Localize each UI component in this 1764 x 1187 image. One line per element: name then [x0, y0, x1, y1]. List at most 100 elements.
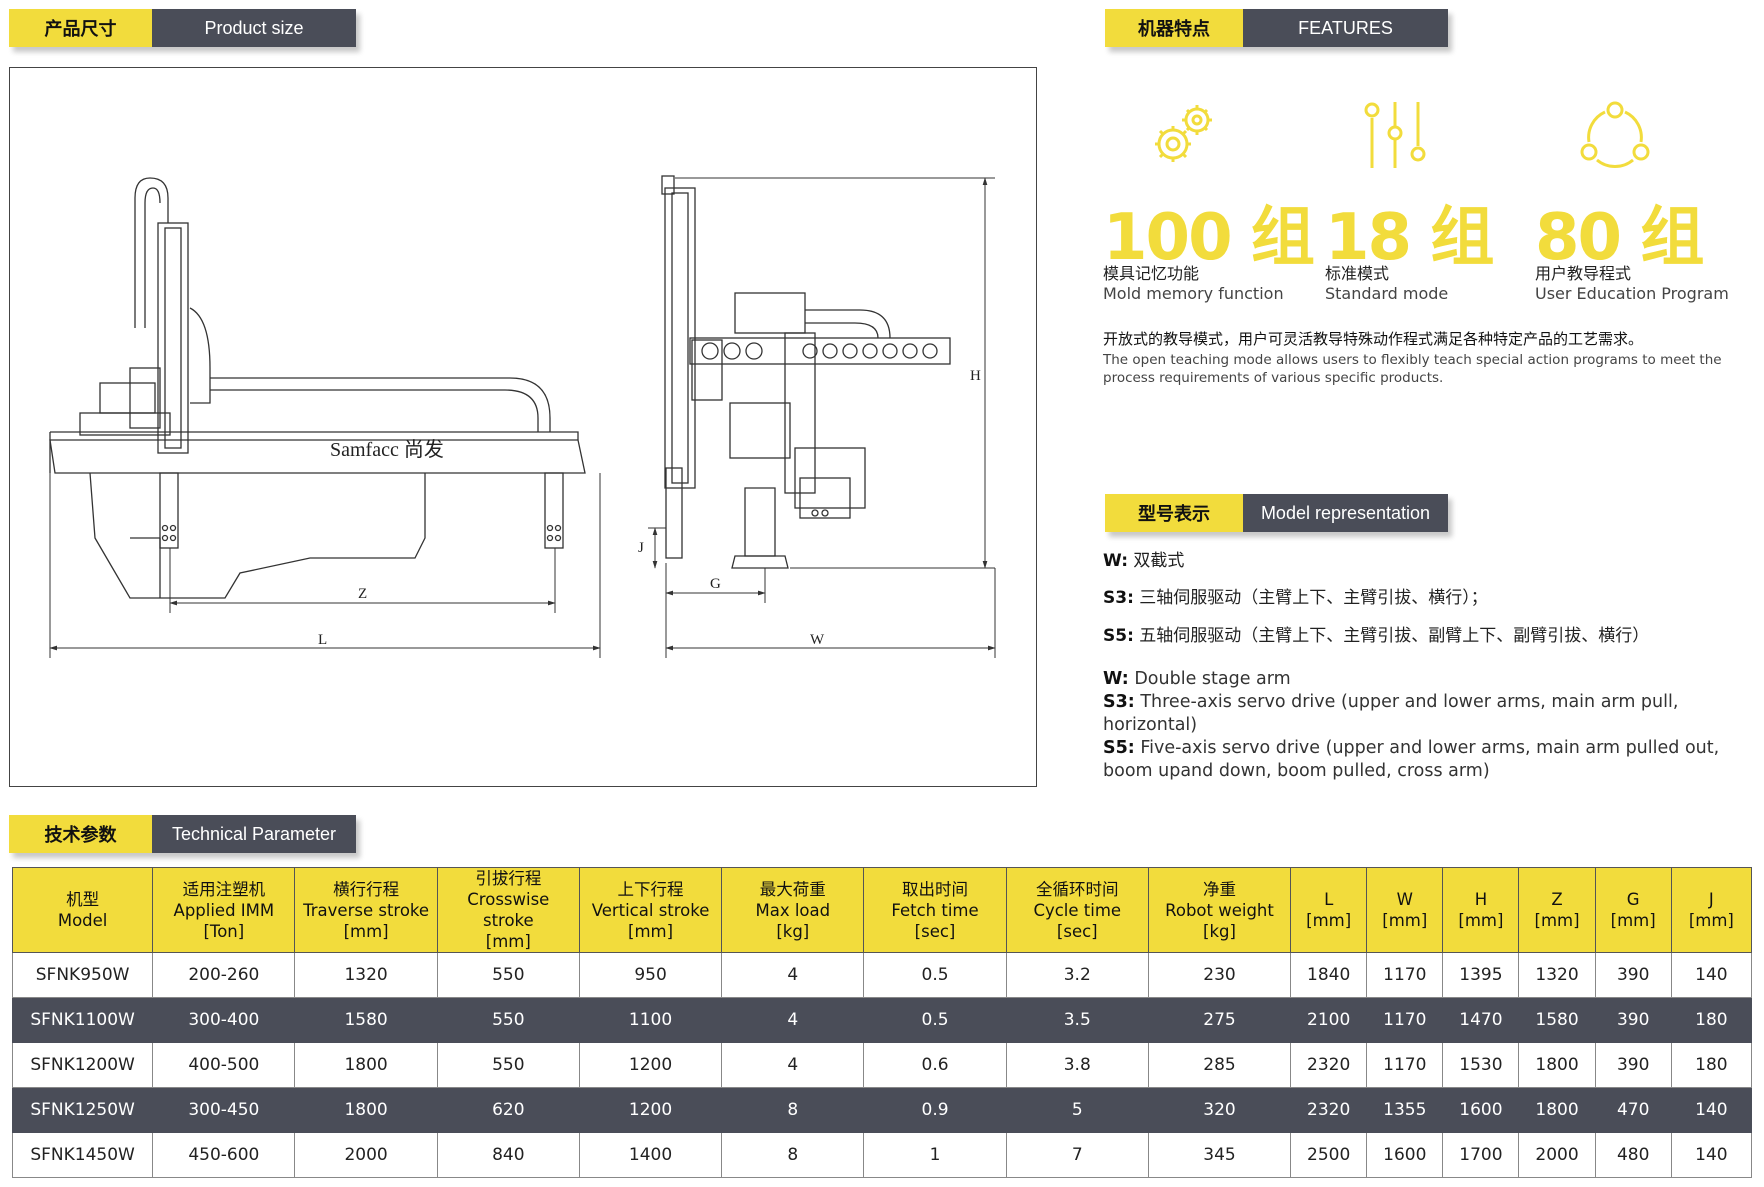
table-cell: 300-400 [152, 997, 296, 1043]
model-code: W: [1103, 551, 1129, 571]
table-cell: 0.6 [863, 1042, 1007, 1088]
column-header-unit: [mm] [485, 932, 531, 951]
table-cell: 550 [436, 997, 580, 1043]
table-cell: 950 [578, 952, 723, 998]
column-header: G [mm] [1594, 867, 1672, 953]
table-cell: 470 [1594, 1087, 1672, 1133]
front-view [49, 177, 586, 599]
column-header-en: Applied IMM [173, 900, 275, 920]
column-header-en: Max load [755, 900, 831, 920]
feature-label-cn: 标准模式 [1325, 264, 1390, 283]
feature-description-en: The open teaching mode allows users to f… [1103, 352, 1722, 386]
column-header-en: Traverse stroke [303, 900, 430, 920]
column-header-unit: [mm] [1534, 911, 1580, 930]
table-cell: 1600 [1442, 1087, 1520, 1133]
column-header-en: W [1396, 890, 1413, 909]
model-line-cn: W: 双截式 [1103, 546, 1184, 571]
table-cell: 2320 [1290, 1042, 1368, 1088]
table-cell: 400-500 [152, 1042, 296, 1088]
sliders-icon [1360, 96, 1430, 180]
table-cell: 140 [1670, 952, 1753, 998]
column-header-unit: [kg] [1203, 921, 1236, 941]
table-cell: 2320 [1290, 1087, 1368, 1133]
column-header-en: Cycle time [1033, 900, 1122, 920]
table-cell: 0.9 [863, 1087, 1007, 1133]
table-cell: 5 [1005, 1087, 1149, 1133]
table-cell: 1580 [1518, 997, 1596, 1043]
table-cell: 1200 [578, 1087, 723, 1133]
table-cell: 1355 [1366, 1087, 1444, 1133]
gears-icon [1145, 96, 1225, 180]
table-cell: 2100 [1290, 997, 1368, 1043]
table-cell: 1320 [1518, 952, 1596, 998]
table-cell: 450-600 [152, 1132, 296, 1178]
table-cell: 1800 [1518, 1087, 1596, 1133]
feature-description-cn: 开放式的教导模式，用户可灵活教导特殊动作程式满足各种特定产品的工艺需求。 [1103, 330, 1644, 348]
table-cell: 550 [436, 952, 580, 998]
column-header-unit: [mm] [628, 921, 674, 941]
tech-param-title-cn: 技术参数 [9, 815, 152, 853]
column-header-cn: 适用注塑机 [182, 879, 266, 899]
product-size-header: 产品尺寸 Product size [9, 9, 356, 47]
column-header-en: Robot weight [1165, 900, 1274, 920]
column-header-unit: [mm] [343, 921, 389, 941]
column-header-en: G [1626, 890, 1640, 909]
table-cell: 230 [1147, 952, 1292, 998]
table-cell: 1170 [1366, 952, 1444, 998]
dim-label-g: G [710, 576, 721, 592]
model-code: S5: [1103, 738, 1135, 758]
table-cell: 1800 [1518, 1042, 1596, 1088]
table-cell: SFNK1450W [11, 1132, 154, 1178]
table-cell: 1470 [1442, 997, 1520, 1043]
model-line-en: W: Double stage arm [1103, 668, 1758, 691]
dimension-labels: Z L G W H J [318, 368, 981, 648]
table-cell: 1800 [294, 1042, 438, 1088]
table-cell: 1840 [1290, 952, 1368, 998]
cycle-icon [1575, 96, 1655, 180]
column-header-unit: [mm] [1610, 911, 1656, 930]
table-cell: SFNK1200W [11, 1042, 154, 1088]
table-cell: 0.5 [863, 952, 1007, 998]
table-cell: 7 [1005, 1132, 1149, 1178]
column-header-en: Z [1551, 890, 1563, 909]
dim-label-z: Z [358, 586, 367, 602]
column-header-unit: [mm] [1382, 911, 1428, 930]
column-header-en: Model [57, 911, 108, 930]
column-header: 机型 Model [11, 867, 154, 953]
table-cell: 1170 [1366, 1042, 1444, 1088]
table-cell: 8 [721, 1087, 865, 1133]
feature-label-cn: 模具记忆功能 [1103, 264, 1200, 283]
model-code: S3: [1103, 588, 1134, 608]
feature-label-cn: 用户教导程式 [1535, 264, 1632, 283]
table-cell: 1580 [294, 997, 438, 1043]
column-header: J[mm] [1670, 867, 1753, 953]
table-cell: SFNK1250W [11, 1087, 154, 1133]
feature-count: 100 组 [1103, 201, 1315, 275]
model-rep-title-en: Model representation [1243, 494, 1448, 532]
dim-label-h: H [970, 368, 981, 384]
model-text: Five-axis servo drive (upper and lower a… [1103, 738, 1720, 781]
column-header: W [mm] [1366, 867, 1444, 953]
column-header-cn: 机型 [66, 890, 100, 909]
table-cell: 140 [1670, 1087, 1753, 1133]
table-cell: 1800 [294, 1087, 438, 1133]
model-code: S5: [1103, 626, 1134, 646]
table-cell: 1320 [294, 952, 438, 998]
dimension-lines [49, 177, 996, 658]
model-line-en: S5: Five-axis servo drive (upper and low… [1103, 737, 1758, 783]
model-text: Three-axis servo drive (upper and lower … [1103, 692, 1679, 735]
model-text: 双截式 [1128, 551, 1185, 571]
column-header: Z [mm] [1518, 867, 1596, 953]
column-header-unit: [sec] [914, 921, 956, 941]
product-size-title-en: Product size [152, 9, 356, 47]
